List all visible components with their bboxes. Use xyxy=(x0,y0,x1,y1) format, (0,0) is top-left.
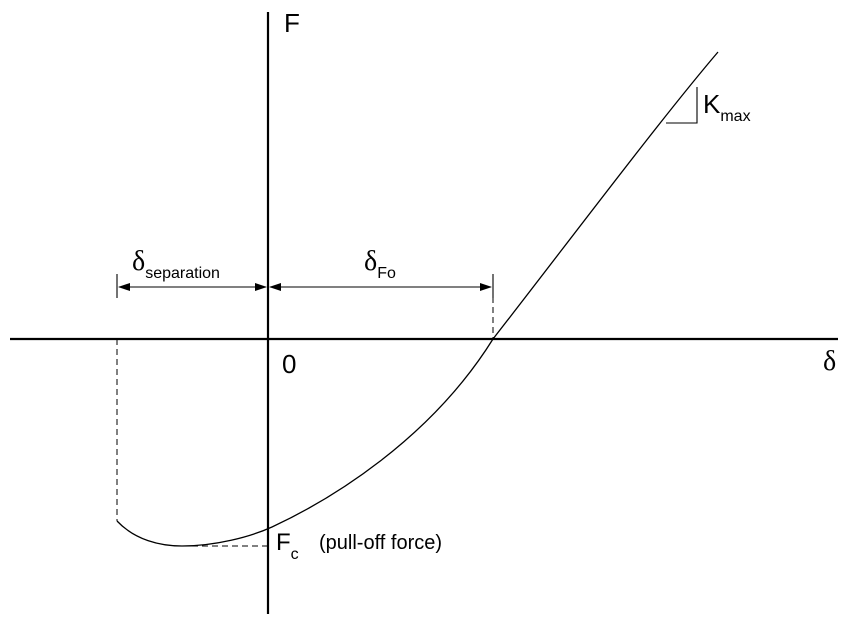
separation-label-sub: separation xyxy=(145,265,220,282)
dfo-label: δFo xyxy=(364,246,396,282)
dfo-label-main: δ xyxy=(364,246,377,277)
separation-label: δseparation xyxy=(132,246,220,282)
separation-label-main: δ xyxy=(132,246,145,277)
y-axis-label: F xyxy=(284,8,300,38)
x-axis-label: δ xyxy=(823,346,836,377)
pull-off-force-main: F xyxy=(276,529,291,556)
stiffness-label-main: K xyxy=(703,89,721,119)
stiffness-label: Kmax xyxy=(703,89,751,125)
pull-off-force-note: (pull-off force) xyxy=(319,532,442,554)
stiffness-label-sub: max xyxy=(720,108,750,125)
origin-label: 0 xyxy=(282,349,296,379)
pull-off-force-label: Fc xyxy=(276,529,299,563)
pull-off-force-sub: c xyxy=(291,546,299,563)
dfo-label-sub: Fo xyxy=(377,265,396,282)
stiffness-triangle xyxy=(666,87,698,124)
force-displacement-curve xyxy=(116,51,719,547)
